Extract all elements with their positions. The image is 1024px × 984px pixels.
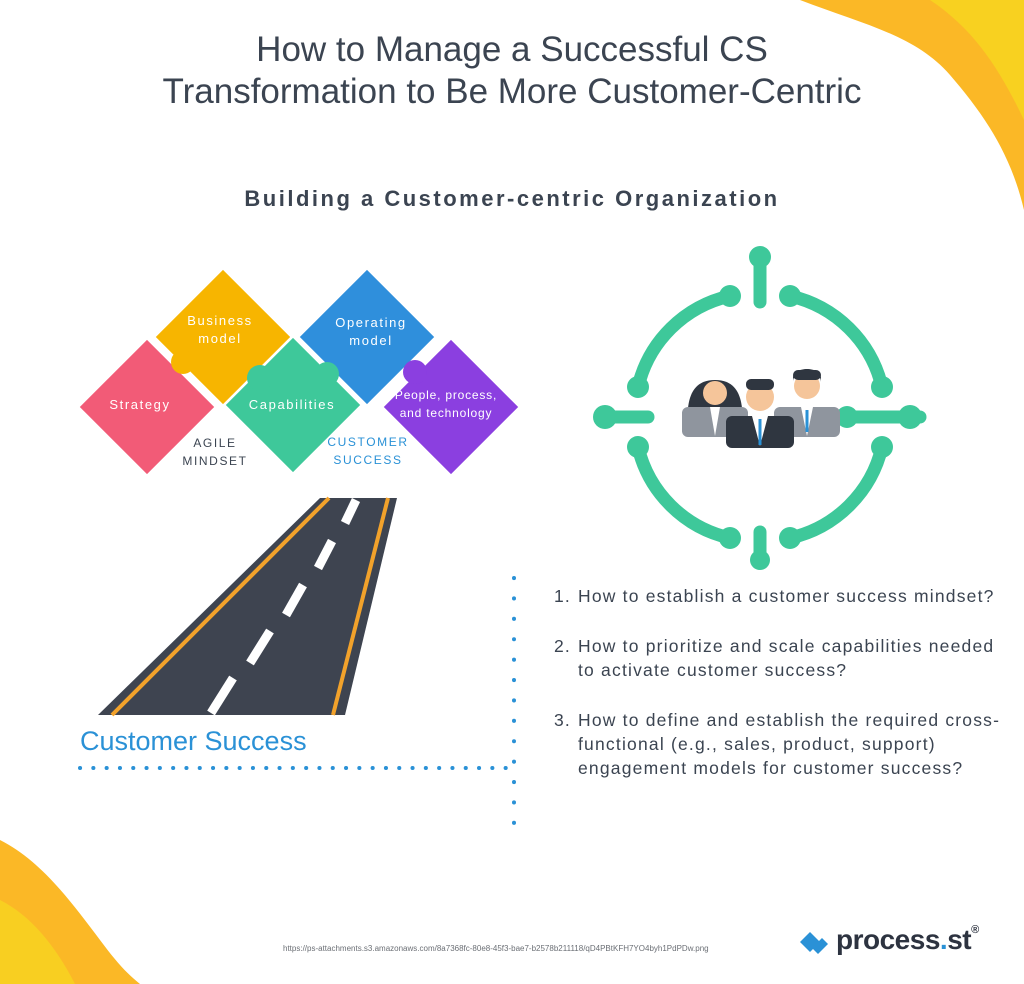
target-node	[749, 246, 771, 268]
target-node	[719, 527, 741, 549]
tile-label-operating-model-line-2: model	[349, 333, 393, 348]
question-text: How to prioritize and scale capabilities…	[578, 636, 995, 680]
corner-bottom-left-highlight	[0, 900, 75, 984]
brand-registered: ®	[971, 924, 979, 936]
road-edge-right	[331, 497, 390, 716]
tile-label-capabilities: Capabilities	[248, 397, 336, 412]
target-node	[836, 406, 858, 428]
page-title-line-1: How to Manage a Successful CS	[256, 30, 768, 69]
question-number: 3.	[554, 710, 571, 730]
question-list: 1. How to establish a customer success m…	[554, 584, 1004, 806]
tile-label-people-line-2: and technology	[399, 406, 493, 420]
target-node	[871, 436, 893, 458]
tile-label-people: People, process, and technology	[386, 386, 506, 422]
target-node	[627, 376, 649, 398]
tile-label-business-model-line-2: model	[198, 331, 242, 346]
target-node	[593, 405, 617, 429]
brand-main: process	[836, 924, 940, 955]
page-subtitle: Building a Customer-centric Organization	[244, 186, 780, 211]
brand-end: st	[947, 924, 972, 955]
tile-connector	[403, 360, 427, 384]
tile-connector	[247, 365, 273, 391]
question-number: 2.	[554, 636, 571, 656]
target-arc-bottom-left	[631, 440, 737, 545]
road-illustration	[98, 496, 397, 717]
tile-label-strategy: Strategy	[109, 397, 171, 412]
agile-mindset-label: AGILE MINDSET	[170, 434, 260, 470]
target-node	[627, 436, 649, 458]
target-node	[898, 405, 922, 429]
road-dash	[246, 628, 274, 666]
question-item: 3. How to define and establish the requi…	[554, 708, 1004, 780]
target-arc-top-right	[783, 289, 889, 394]
road-dash	[282, 582, 307, 618]
source-url: https://ps-attachments.s3.amazonaws.com/…	[283, 944, 709, 953]
target-node	[779, 285, 801, 307]
question-item: 2. How to prioritize and scale capabilit…	[554, 634, 1004, 682]
customer-success-line-2: SUCCESS	[333, 453, 403, 467]
question-item: 1. How to establish a customer success m…	[554, 584, 1004, 608]
agile-mindset-line-1: AGILE	[193, 436, 237, 450]
target-arc-bottom-right	[783, 440, 889, 545]
road-label: Customer Success	[80, 726, 307, 756]
brand-dot: .	[939, 924, 948, 955]
puzzle-diagram	[79, 269, 519, 475]
tile-label-people-line-1: People, process,	[394, 388, 498, 402]
target-node	[719, 285, 741, 307]
corner-top-right-highlight	[930, 0, 1024, 120]
corner-top-right	[800, 0, 1024, 210]
target-node	[779, 527, 801, 549]
customer-success-label: CUSTOMER SUCCESS	[318, 433, 418, 469]
tile-label-business-model: Business model	[170, 312, 270, 348]
person-center	[726, 379, 794, 448]
tile-connector	[315, 362, 339, 386]
page-title-line-2: Transformation to Be More Customer-Centr…	[162, 72, 862, 111]
agile-mindset-line-2: MINDSET	[182, 454, 248, 468]
target-node	[750, 550, 770, 570]
question-number: 1.	[554, 586, 571, 606]
tile-label-operating-model-line-1: Operating	[335, 315, 407, 330]
road-dash	[314, 538, 336, 571]
road-dash	[207, 675, 237, 716]
brand-wordmark: process.st®	[836, 924, 979, 956]
tile-label-business-model-line-1: Business	[187, 313, 253, 328]
target-people-icon	[593, 246, 927, 570]
tile-connector	[171, 350, 195, 374]
question-text: How to define and establish the required…	[578, 710, 1001, 778]
tile-label-operating-model: Operating model	[321, 314, 421, 350]
target-node	[871, 376, 893, 398]
target-arc-top-left	[631, 289, 737, 394]
customer-success-line-1: CUSTOMER	[327, 435, 409, 449]
process-st-logo-icon	[800, 932, 828, 954]
dotted-connectors	[78, 576, 516, 844]
road-edge-left	[110, 496, 331, 717]
road-dash	[340, 498, 361, 525]
question-text: How to establish a customer success mind…	[578, 586, 995, 606]
